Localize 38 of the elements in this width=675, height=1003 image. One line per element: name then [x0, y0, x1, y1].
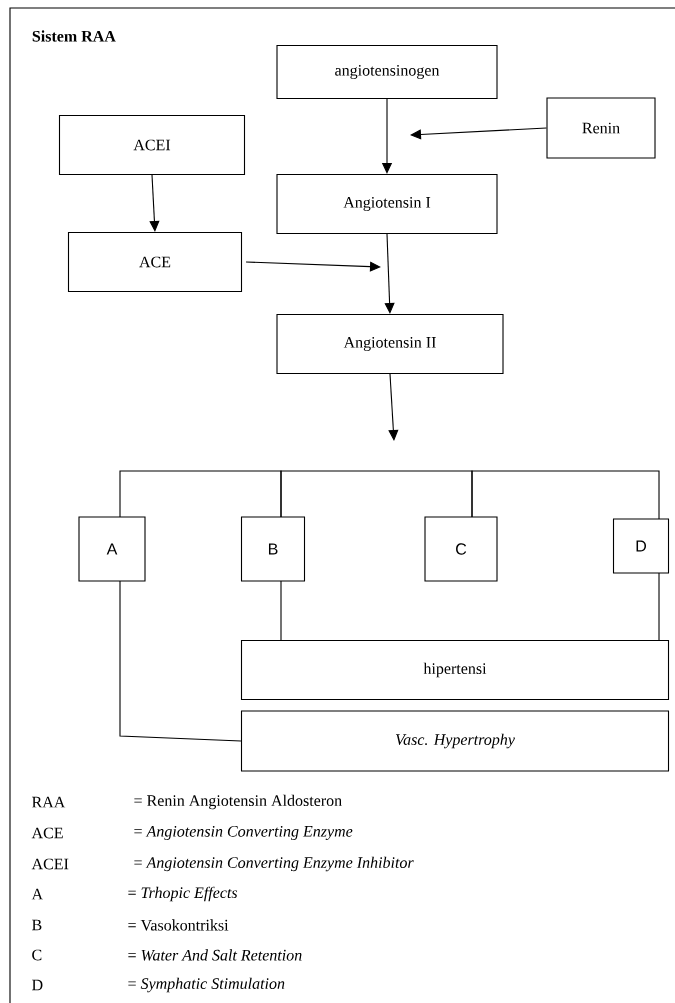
letter-box: D: [612, 518, 670, 574]
arrow: [149, 174, 160, 232]
term: B: [32, 919, 42, 931]
term: ACE: [31, 827, 63, 839]
bracket-line: [280, 470, 473, 518]
arrow: [245, 261, 381, 272]
process-box: Angiotensin II: [276, 313, 504, 375]
connector: [280, 580, 282, 641]
bracket-line: [471, 470, 660, 520]
definition: = Symphatic Stimulation: [128, 977, 285, 993]
process-box: Angiotensin I: [276, 173, 498, 235]
definition: = Angiotensin Converting Enzyme Inhibitor: [134, 856, 414, 872]
title: Sistem RAA: [32, 30, 116, 42]
connector: [119, 580, 242, 742]
term: A: [31, 888, 43, 900]
definition: = Water And Salt Retention: [128, 949, 302, 961]
term: ACEI: [31, 858, 69, 870]
process-box: Renin: [546, 97, 656, 159]
process-box: hipertensi: [240, 639, 670, 701]
letter-box: B: [240, 516, 306, 582]
process-box: angiotensinogen: [276, 44, 498, 100]
definition: = Vasokontriksi: [128, 919, 229, 931]
arrow: [410, 127, 547, 140]
connector: [658, 572, 660, 641]
letter-box: C: [424, 516, 498, 582]
process-box: ACEI: [58, 114, 246, 176]
term: D: [32, 979, 43, 991]
arrow: [384, 233, 395, 314]
bracket-line: [119, 470, 282, 518]
process-box: ACE: [67, 231, 243, 293]
arrow: [388, 373, 399, 441]
definition: = Renin Angiotensin Aldosteron: [134, 794, 342, 810]
term: RAA: [32, 796, 66, 808]
definition: = Trhopic Effects: [128, 886, 238, 902]
term: C: [32, 949, 42, 961]
process-box: Vasc. Hypertrophy: [240, 710, 670, 772]
letter-box: A: [78, 516, 146, 582]
definition: = Angiotensin Converting Enzyme: [134, 826, 353, 841]
